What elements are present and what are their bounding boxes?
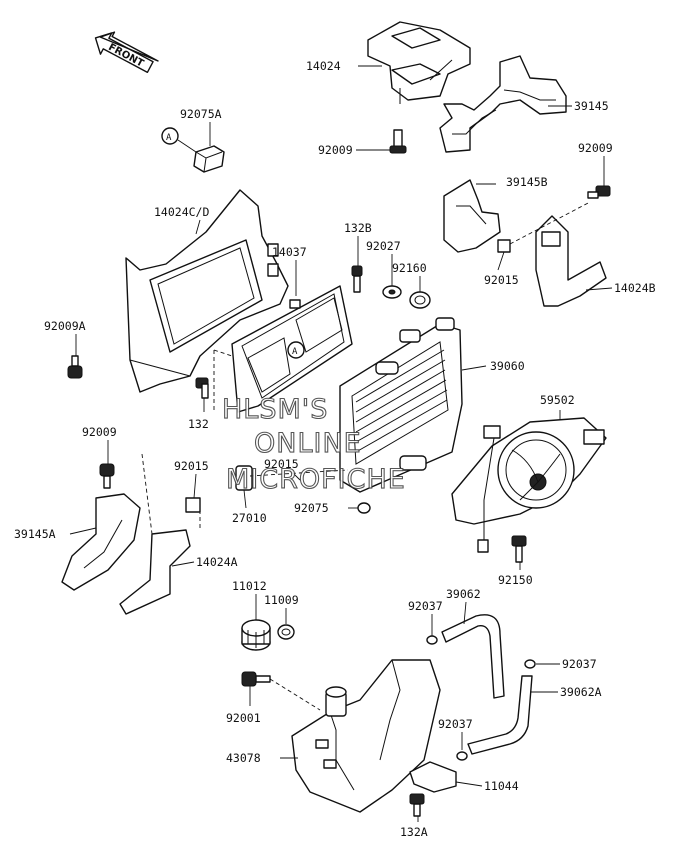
part-label-14024CD: 14024C/D	[154, 205, 209, 219]
bolt-92001-shape	[241, 671, 321, 711]
clamp-92037-b-shape	[524, 659, 536, 669]
part-label-39145A: 39145A	[14, 527, 56, 541]
bolt-132A-shape	[409, 793, 425, 817]
bracket-11044-shape	[409, 761, 457, 793]
part-label-11009: 11009	[264, 593, 299, 607]
hose-39062-shape	[441, 614, 505, 699]
bolt-132-shape	[195, 377, 209, 399]
callout-a-top: A	[161, 127, 197, 153]
part-label-92009-right: 92009	[578, 141, 613, 155]
watermark: HLSM'S ONLINE MICROFICHE	[221, 393, 406, 495]
watermark-line-1: HLSM'S	[222, 394, 328, 425]
bolt-132B-shape	[351, 265, 363, 293]
switch-27010-shape	[235, 465, 349, 491]
radiator-39060-shape	[339, 317, 463, 493]
clip-92015-right-shape	[497, 201, 591, 253]
part-label-132: 132	[188, 417, 209, 431]
part-label-92075A: 92075A	[180, 107, 222, 121]
front-direction-arrow: FRONT	[94, 31, 159, 74]
callout-a-mid-letter: A	[292, 347, 298, 357]
collar-92027-shape	[382, 285, 402, 299]
part-label-132B: 132B	[344, 221, 372, 235]
part-label-92037-c: 92037	[438, 717, 473, 731]
clamp-92037-c-shape	[456, 751, 468, 761]
part-labels: 14024 39145 92009 92009 92075A 39145B 14…	[14, 59, 656, 839]
part-label-132A: 132A	[400, 825, 428, 839]
clamp-92037-a-shape	[426, 635, 438, 645]
rubber-cap-92075A-shape	[193, 145, 225, 173]
callout-a-mid: A	[287, 341, 305, 359]
part-label-59502: 59502	[540, 393, 575, 407]
leader-lines	[69, 65, 613, 822]
watermark-line-3: MICROFICHE	[226, 464, 406, 495]
part-label-14037: 14037	[272, 245, 307, 259]
bolt-92009-left-shape	[99, 463, 115, 489]
bolt-92009A-shape	[67, 355, 83, 379]
cap-92075-shape	[357, 502, 371, 514]
duct-39145-shape	[439, 55, 567, 153]
bracket-14024B-shape	[535, 215, 607, 307]
part-label-14024B: 14024B	[614, 281, 656, 295]
fan-59502-shape	[451, 417, 607, 553]
part-label-14024A: 14024A	[196, 555, 238, 569]
part-label-92075: 92075	[294, 501, 329, 515]
part-label-92001: 92001	[226, 711, 261, 725]
part-label-39062: 39062	[446, 587, 481, 601]
bracket-14024-shape	[367, 21, 471, 104]
part-label-39062A: 39062A	[560, 685, 602, 699]
duct-39145A-shape	[61, 493, 141, 591]
cap-11012-shape	[241, 619, 271, 651]
grommet-92160-shape	[409, 291, 431, 309]
hose-39062A-shape	[467, 675, 533, 755]
part-label-92160: 92160	[392, 261, 427, 275]
part-label-92009-top: 92009	[318, 143, 353, 157]
bolt-92150-shape	[511, 535, 527, 563]
part-label-43078: 43078	[226, 751, 261, 765]
callout-a-top-letter: A	[166, 133, 172, 143]
part-label-11012: 11012	[232, 579, 267, 593]
front-label: FRONT	[106, 42, 145, 70]
part-label-92009-left: 92009	[82, 425, 117, 439]
part-label-92150: 92150	[498, 573, 533, 587]
part-label-92015-right: 92015	[484, 273, 519, 287]
part-label-92037-a: 92037	[408, 599, 443, 613]
part-label-39060: 39060	[490, 359, 525, 373]
part-label-14024: 14024	[306, 59, 341, 73]
part-label-92015-mid: 92015	[174, 459, 209, 473]
bolt-92009-top-shape	[389, 129, 407, 154]
part-label-39145: 39145	[574, 99, 609, 113]
duct-39145B-shape	[443, 179, 501, 253]
part-label-92037-b: 92037	[562, 657, 597, 671]
bracket-14024A-shape	[119, 453, 201, 615]
part-label-92027: 92027	[366, 239, 401, 253]
part-label-39145B: 39145B	[506, 175, 548, 189]
reserve-tank-43078-shape	[291, 659, 441, 813]
part-label-27010: 27010	[232, 511, 267, 525]
gasket-11009-shape	[277, 624, 295, 640]
part-label-92009A: 92009A	[44, 319, 86, 333]
watermark-line-2: ONLINE	[254, 428, 362, 459]
part-label-11044: 11044	[484, 779, 519, 793]
part-label-92015-center: 92015	[264, 457, 299, 471]
shroud-14024CD-shape	[125, 189, 289, 393]
bolt-92009-right-shape	[587, 185, 611, 199]
